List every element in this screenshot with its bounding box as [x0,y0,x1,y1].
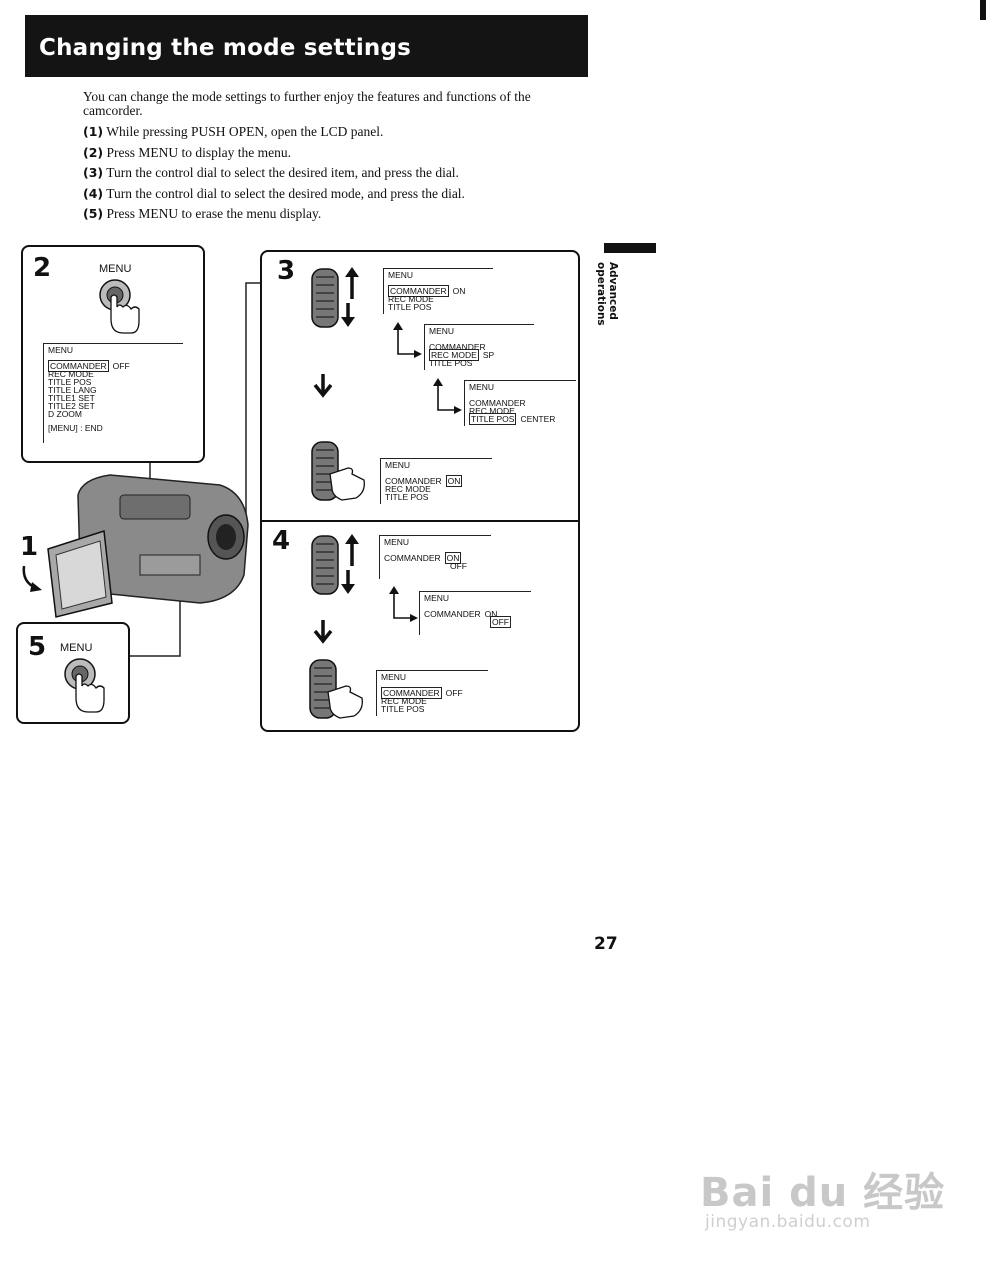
step-4: (4) Turn the control dial to select the … [83,186,465,202]
menu-item-value: SP [482,350,495,360]
menu-item: TITLE POS [385,492,429,502]
control-dial-rotate-icon [311,534,359,595]
menu-button-label: MENU [99,263,132,275]
menu-header: MENU [424,593,450,603]
menu-header: MENU [48,345,74,355]
menu-header: MENU [384,537,410,547]
menu-item-value: OFF [445,688,463,698]
panel-number: 3 [277,256,296,286]
menu-item-selected: TITLE POS [469,413,517,425]
step-5: (5) Press MENU to erase the menu display… [83,206,321,222]
panel-number: 4 [272,526,291,556]
panel-divider [262,520,578,522]
down-arrow-icon [313,374,333,398]
menu-item: TITLE LANG [48,385,97,395]
intro-paragraph: You can change the mode settings to furt… [83,89,531,118]
step-text: Press MENU to erase the menu display. [106,206,322,221]
menu-item: REC MODE [388,294,434,304]
page-number: 27 [594,934,618,954]
menu-item-selected: COMMANDER [388,285,449,297]
page-edge-mark [980,0,986,20]
step-text: While pressing PUSH OPEN, open the LCD p… [106,124,384,139]
menu-footer: [MENU] : END [48,423,103,433]
panel-number: 1 [20,532,39,562]
step-2: (2) Press MENU to display the menu. [83,145,291,161]
menu-header: MENU [381,672,407,682]
elbow-arrow-icon [393,322,422,358]
page-title-bar: Changing the mode settings [25,15,588,77]
elbow-arrow-icon [433,378,462,414]
step-1: (1) While pressing PUSH OPEN, open the L… [83,124,383,140]
menu-item: REC MODE [48,369,94,379]
menu-item: TITLE POS [48,377,92,387]
menu-item: COMMANDER [469,398,526,408]
step-text: Press MENU to display the menu. [106,145,292,160]
menu-item: COMMANDER [429,342,486,352]
elbow-arrow-icon [389,586,418,622]
step-number: (5) [83,206,104,221]
panel-number: 5 [28,632,47,662]
menu-header: MENU [385,460,411,470]
menu-header: MENU [429,326,455,336]
menu-item-value: CENTER [520,414,556,424]
menu-option: OFF [450,561,467,571]
pressing-hand-icon [99,279,140,334]
menu-item-selected: REC MODE [429,349,479,361]
control-dial-rotate-icon [311,267,359,328]
menu-button-label: MENU [60,642,93,654]
menu-option-selected: OFF [490,616,511,628]
menu-item: TITLE POS [429,358,473,368]
step-number: (3) [83,165,104,180]
menu-item-selected: COMMANDER [381,687,442,699]
down-arrow-icon [313,620,333,644]
menu-item-value: ON [444,552,462,564]
menu-item: TITLE1 SET [48,393,95,403]
panel-5: 5 MENU [16,622,130,724]
menu-item: COMMANDER [384,553,441,563]
control-dial-press-icon [309,659,363,719]
menu-item: REC MODE [381,696,427,706]
control-dial-press-icon [311,441,365,501]
step-text: Turn the control dial to select the desi… [106,186,465,201]
menu-item-selected: COMMANDER [48,360,109,372]
step-number: (1) [83,124,104,139]
menu-header: MENU [469,382,495,392]
menu-item-value: ON [452,286,466,296]
menu-item: D ZOOM [48,409,82,419]
camcorder-illustration [47,474,249,618]
step-number: (2) [83,145,104,160]
menu-item: COMMANDER [424,609,481,619]
menu-item: COMMANDER [385,476,442,486]
menu-item-value: OFF [112,361,130,371]
page-title: Changing the mode settings [39,35,412,61]
menu-item: REC MODE [385,484,431,494]
watermark-logo: Bai du 经验 [700,1170,946,1216]
menu-item: TITLE2 SET [48,401,95,411]
menu-item: TITLE POS [388,302,432,312]
menu-header: MENU [388,270,414,280]
section-marker [604,243,656,253]
menu-item: TITLE POS [381,704,425,714]
step-number: (4) [83,186,104,201]
step-text: Turn the control dial to select the desi… [106,165,459,180]
section-side-label: Advanced operations [595,262,619,326]
step-3: (3) Turn the control dial to select the … [83,165,459,181]
menu-item-value: ON [445,475,463,487]
pressing-hand-icon [64,658,105,713]
panel-number: 2 [33,253,52,283]
menu-option: ON [484,609,498,619]
menu-item: REC MODE [469,406,515,416]
watermark-url: jingyan.baidu.com [705,1212,871,1232]
curved-arrow-icon [22,565,42,592]
